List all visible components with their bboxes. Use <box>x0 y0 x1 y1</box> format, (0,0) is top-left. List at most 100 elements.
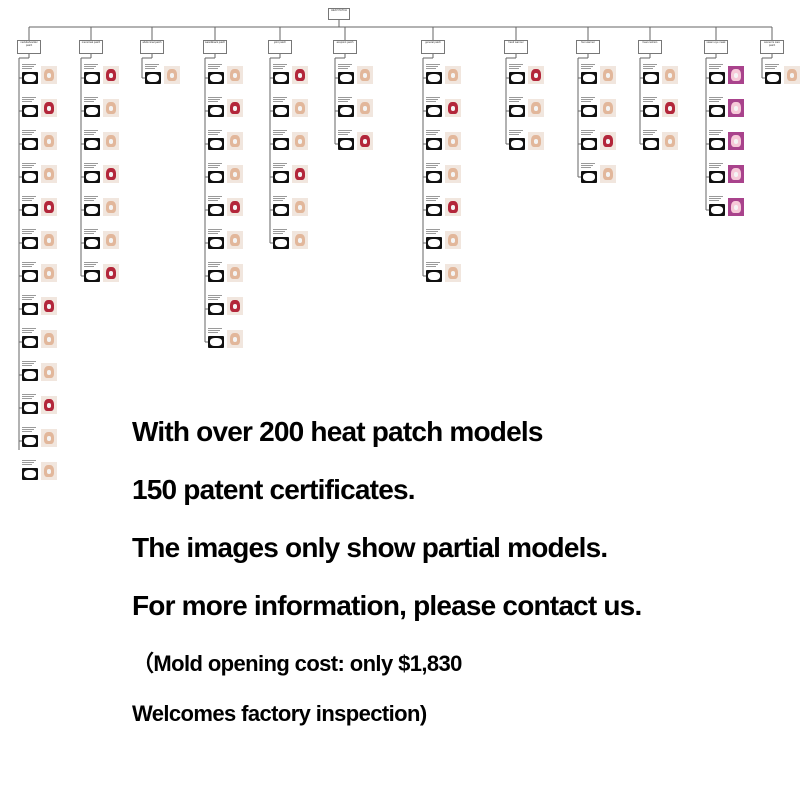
patch-shape-thumbnail <box>84 171 100 183</box>
spec-text-bar <box>208 264 220 266</box>
spec-text-bar <box>273 68 283 70</box>
spec-text-bar <box>709 130 723 131</box>
product-photo <box>728 198 744 216</box>
spec-text-bar <box>338 134 348 136</box>
patch-shape-thumbnail <box>84 72 100 84</box>
spec-text-bar <box>22 299 32 301</box>
spec-text-bar <box>208 198 220 200</box>
product-photo <box>445 132 461 150</box>
patch-shape-thumbnail <box>581 138 597 150</box>
patch-shape-thumbnail <box>581 72 597 84</box>
category-label: women's care patch <box>764 41 780 47</box>
spec-text-bar <box>581 163 595 164</box>
spec-text-bar <box>22 64 36 65</box>
spec-text-bar <box>22 262 36 263</box>
spec-text-bar <box>22 266 32 268</box>
spec-text-bar <box>208 231 220 233</box>
product-photo <box>728 165 744 183</box>
product-photo <box>292 132 308 150</box>
spec-text-bar <box>581 99 593 101</box>
spec-text-bar <box>338 97 352 98</box>
patch-shape-thumbnail <box>84 138 100 150</box>
spec-text-bar <box>509 68 519 70</box>
spec-text-bar <box>426 231 438 233</box>
spec-text-bar <box>581 64 595 65</box>
product-photo <box>227 165 243 183</box>
patch-shape-thumbnail <box>22 270 38 282</box>
spec-text-bar <box>273 200 283 202</box>
spec-text-bar <box>709 198 721 200</box>
spec-text-bar <box>426 68 436 70</box>
spec-text-bar <box>208 330 220 332</box>
spec-text-bar <box>765 66 777 68</box>
product-photo <box>227 231 243 249</box>
product-photo <box>227 198 243 216</box>
spec-text-bar <box>84 266 94 268</box>
product-photo <box>728 99 744 117</box>
patch-shape-thumbnail <box>709 204 725 216</box>
spec-text-bar <box>643 64 657 65</box>
spec-text-bar <box>426 165 438 167</box>
spec-text-bar <box>22 464 32 466</box>
spec-text-bar <box>22 130 36 131</box>
spec-text-bar <box>22 99 34 101</box>
spec-text-bar <box>208 99 220 101</box>
spec-text-bar <box>22 66 34 68</box>
product-photo <box>662 132 678 150</box>
spec-text-bar <box>22 198 34 200</box>
patch-shape-thumbnail <box>426 105 442 117</box>
spec-text-bar <box>22 264 34 266</box>
patch-shape-thumbnail <box>709 138 725 150</box>
product-photo <box>103 165 119 183</box>
spec-text-bar <box>273 229 287 230</box>
product-photo <box>41 363 57 381</box>
spec-text-bar <box>509 130 523 131</box>
patch-shape-thumbnail <box>208 72 224 84</box>
patch-shape-thumbnail <box>208 138 224 150</box>
patch-shape-thumbnail <box>208 237 224 249</box>
category-label: acupoint patch <box>336 41 354 44</box>
spec-text-bar <box>208 167 218 169</box>
product-photo <box>227 66 243 84</box>
spec-text-bar <box>709 167 719 169</box>
spec-text-bar <box>273 130 287 131</box>
spec-text-bar <box>709 99 721 101</box>
product-photo <box>445 198 461 216</box>
category-label: heat cushion <box>642 41 658 44</box>
spec-text-bar <box>643 66 655 68</box>
product-photo <box>292 99 308 117</box>
patch-shape-thumbnail <box>273 72 289 84</box>
spec-text-bar <box>208 297 220 299</box>
spec-text-bar <box>273 99 285 101</box>
category-node: steam eye mask <box>704 40 728 54</box>
spec-text-bar <box>273 198 285 200</box>
patch-shape-thumbnail <box>426 204 442 216</box>
product-photo <box>103 99 119 117</box>
spec-text-bar <box>273 132 285 134</box>
patch-shape-thumbnail <box>22 369 38 381</box>
product-photo <box>600 132 616 150</box>
product-photo <box>728 66 744 84</box>
product-photo <box>227 330 243 348</box>
spec-text-bar <box>22 365 32 367</box>
spec-text-bar <box>84 134 94 136</box>
product-photo <box>164 66 180 84</box>
patch-shape-thumbnail <box>643 138 659 150</box>
spec-text-bar <box>22 394 36 395</box>
spec-text-bar <box>208 196 222 197</box>
spec-text-bar <box>22 363 34 365</box>
spec-text-bar <box>208 66 220 68</box>
spec-text-bar <box>426 266 436 268</box>
spec-text-bar <box>709 134 719 136</box>
spec-text-bar <box>84 233 94 235</box>
spec-text-bar <box>273 134 283 136</box>
patch-shape-thumbnail <box>709 171 725 183</box>
spec-text-bar <box>338 101 348 103</box>
patch-shape-thumbnail <box>426 138 442 150</box>
product-photo <box>41 66 57 84</box>
spec-text-bar <box>22 132 34 134</box>
spec-text-bar <box>145 66 157 68</box>
patch-shape-thumbnail <box>426 171 442 183</box>
spec-text-bar <box>709 163 723 164</box>
product-photo <box>528 132 544 150</box>
